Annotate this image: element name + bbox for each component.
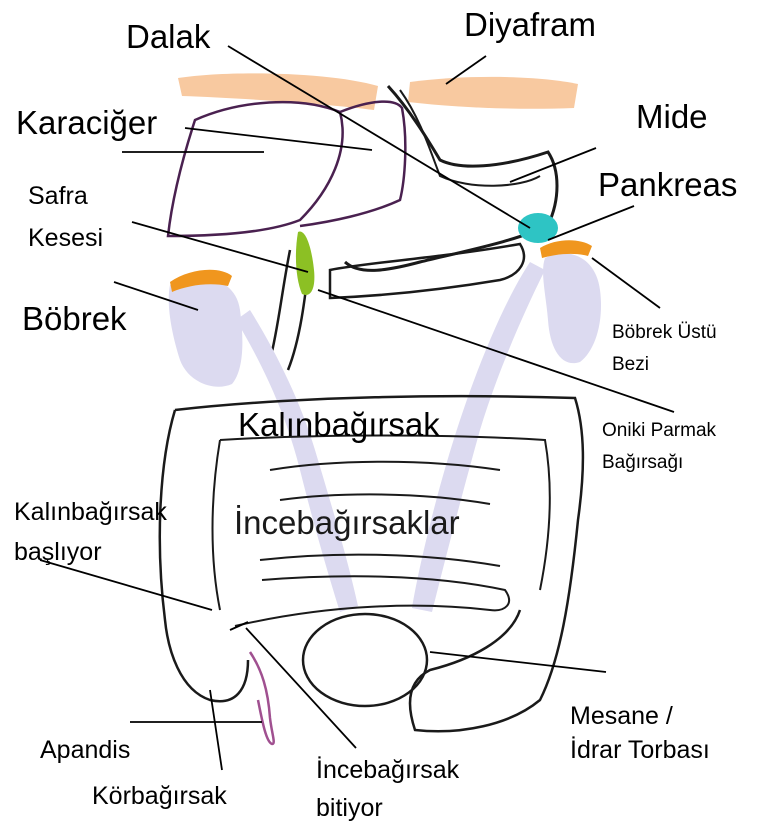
label-bobrek-ustu-1: Böbrek Üstü: [612, 322, 717, 344]
label-kalin-basliyor-1: Kalınbağırsak: [14, 498, 167, 527]
appendix-shape: [250, 652, 274, 744]
label-safra-1: Safra: [28, 182, 88, 211]
label-incebagirsaklar: İncebağırsaklar: [234, 504, 460, 542]
gallbladder-shape: [296, 232, 314, 295]
label-apandis: Apandis: [40, 736, 130, 765]
label-karaciger: Karaciğer: [16, 104, 157, 142]
diaphragm-shape: [178, 73, 578, 110]
label-kalin-basliyor-2: başlıyor: [14, 538, 102, 567]
label-bobrek-ustu-2: Bezi: [612, 354, 649, 376]
label-kalinbagirsak: Kalınbağırsak: [238, 406, 440, 444]
label-oniki-2: Bağırsağı: [602, 452, 683, 474]
label-diyafram: Diyafram: [464, 6, 596, 44]
label-mesane-2: İdrar Torbası: [570, 736, 710, 765]
pancreas-outline: [330, 244, 524, 298]
kidney-right-shape: [412, 240, 601, 612]
label-dalak: Dalak: [126, 18, 210, 56]
liver-outline: [168, 102, 343, 236]
label-pankreas: Pankreas: [598, 166, 737, 204]
label-korbagirsak: Körbağırsak: [92, 782, 227, 811]
label-ince-bitiyor-1: İncebağırsak: [316, 756, 459, 785]
small-intestine-coils: [235, 462, 509, 626]
label-mesane-1: Mesane /: [570, 702, 673, 731]
label-safra-2: Kesesi: [28, 224, 103, 253]
stomach-outline: [345, 86, 557, 270]
label-oniki-1: Oniki Parmak: [602, 420, 716, 442]
label-mide: Mide: [636, 98, 708, 136]
label-ince-bitiyor-2: bitiyor: [316, 794, 383, 823]
label-bobrek: Böbrek: [22, 300, 127, 338]
bladder-outline: [303, 614, 427, 706]
large-intestine-outline: [160, 396, 583, 731]
